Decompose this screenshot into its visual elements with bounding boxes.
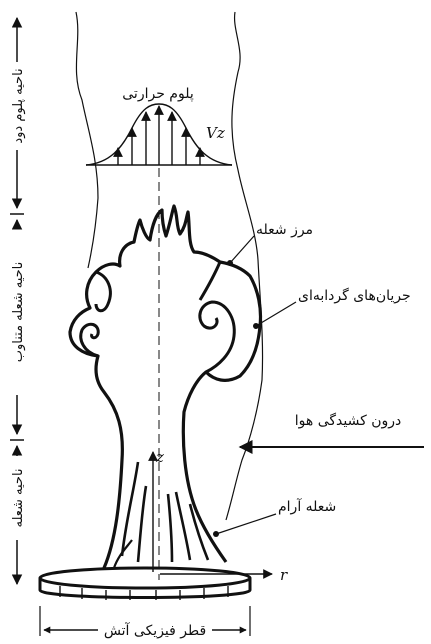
eddy-currents-dot xyxy=(253,323,259,329)
fire-base xyxy=(40,568,250,600)
flame-boundary-label: مرز شعله xyxy=(256,222,313,238)
zone-label-intermittent-flame: ناحیه شعله متناوب xyxy=(11,262,26,363)
z-axis-label: z xyxy=(155,448,164,466)
calm-flame-label: شعله آرام xyxy=(278,498,336,515)
vz-label: Vz xyxy=(206,124,225,142)
thermal-plume-label: پلوم حرارتی xyxy=(122,86,194,102)
air-entrainment-label: درون کشیدگی هوا xyxy=(295,412,402,429)
fire-diameter-label: قطر فیزیکی آتش xyxy=(104,622,206,639)
calm-flame-leader xyxy=(216,514,276,534)
zone-label-smoke-plume: ناحیه پلوم دود xyxy=(11,68,26,143)
flame-boundary-dot xyxy=(227,260,233,266)
calm-flame-dot xyxy=(213,531,219,537)
flame-boundary-leader xyxy=(230,236,254,263)
eddy-currents-label: جریان‌های گردابه‌ای xyxy=(298,287,411,304)
zone-label-flame: ناحیه شعله xyxy=(11,468,26,527)
r-axis-label: r xyxy=(280,566,288,584)
